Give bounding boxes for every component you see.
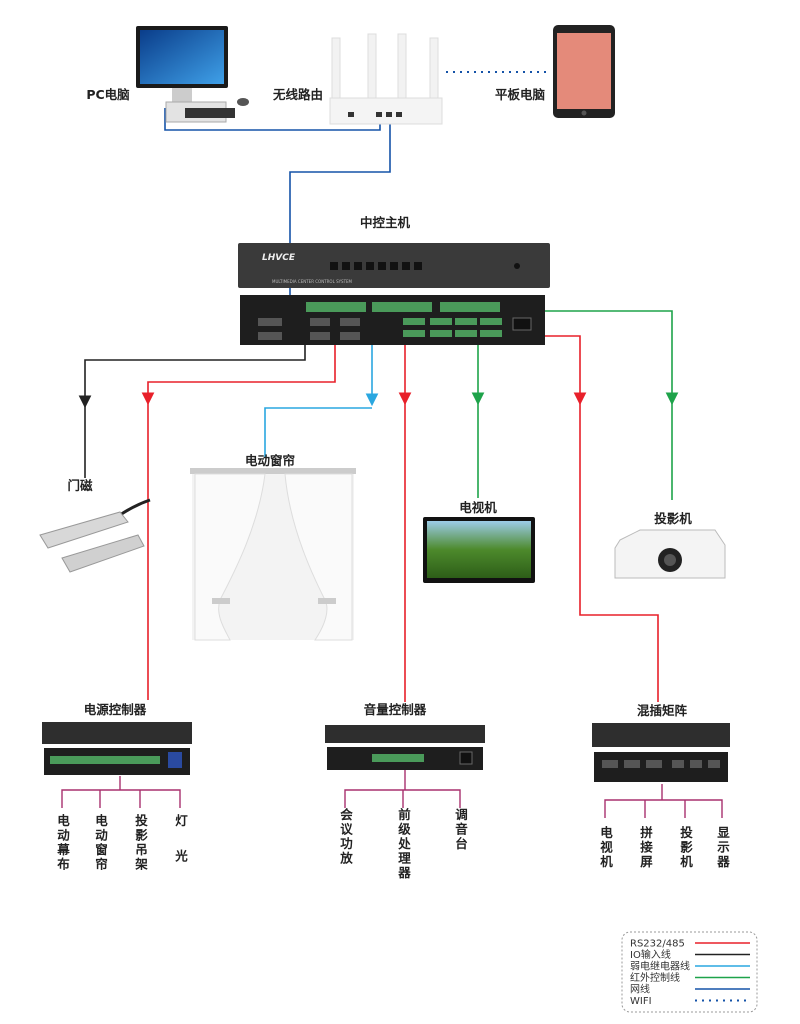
matrix-output-video-wall: 拼接屏 [638, 826, 653, 870]
curtain-label: 电动窗帘 [245, 453, 295, 468]
io-line-door [78, 340, 306, 409]
ir-line-projector [540, 310, 679, 406]
volume-ctrl-label: 音量控制器 [364, 702, 427, 717]
projector-image [614, 529, 726, 579]
legend-label: IO输入线 [630, 948, 671, 961]
power-output-branch [61, 776, 181, 808]
rs232-line-matrix [488, 335, 587, 406]
curtain-image [190, 468, 356, 641]
legend-label: 网线 [630, 983, 650, 996]
legend-label: 弱电继电器线 [630, 960, 690, 973]
legend-label: RS232/485 [630, 939, 685, 950]
power-ctrl-label: 电源控制器 [84, 702, 147, 717]
matrix-label: 混插矩阵 [637, 703, 688, 718]
pc-label: PC电脑 [86, 87, 130, 102]
router-image [329, 33, 443, 125]
projector-label: 投影机 [654, 511, 692, 526]
volume-output-mixer: 调音台 [453, 808, 468, 852]
power-output-screen: 电动幕布 [55, 814, 70, 872]
host-label: 中控主机 [360, 215, 411, 230]
host-image: LHVCE MULTIMEDIA CENTER CONTROL SYSTEM [238, 243, 550, 345]
host-caption: MULTIMEDIA CENTER CONTROL SYSTEM [272, 279, 353, 284]
power-output-light: 灯光 [173, 814, 188, 885]
network-line-host [289, 118, 391, 310]
tablet-label: 平板电脑 [495, 87, 546, 102]
rs232-line-power [141, 340, 336, 406]
volume-output-branch [344, 770, 461, 808]
pc-image [136, 26, 249, 123]
power-output-curtain: 电动窗帘 [93, 814, 108, 872]
matrix-output-monitor: 显示器 [715, 826, 730, 870]
router-label: 无线路由 [272, 87, 323, 102]
door-label: 门磁 [67, 478, 93, 493]
matrix-output-branch [604, 784, 723, 818]
tv-image [423, 517, 535, 583]
legend-label: 红外控制线 [630, 971, 680, 984]
volume-ctrl-image [325, 725, 485, 770]
host-brand: LHVCE [262, 253, 296, 263]
matrix-image [592, 723, 730, 782]
volume-output-preprocessor: 前级处理器 [396, 808, 411, 881]
power-output-projector-lift: 投影吊架 [133, 814, 148, 872]
matrix-output-projector: 投影机 [678, 826, 693, 870]
matrix-output-tv: 电视机 [598, 826, 613, 870]
power-ctrl-image [42, 722, 192, 775]
door-sensor-image [39, 498, 151, 573]
tv-label: 电视机 [459, 500, 497, 515]
tablet-image [553, 25, 615, 118]
volume-output-amplifier: 会议功放 [338, 808, 353, 866]
legend-label: WIFI [630, 996, 652, 1007]
